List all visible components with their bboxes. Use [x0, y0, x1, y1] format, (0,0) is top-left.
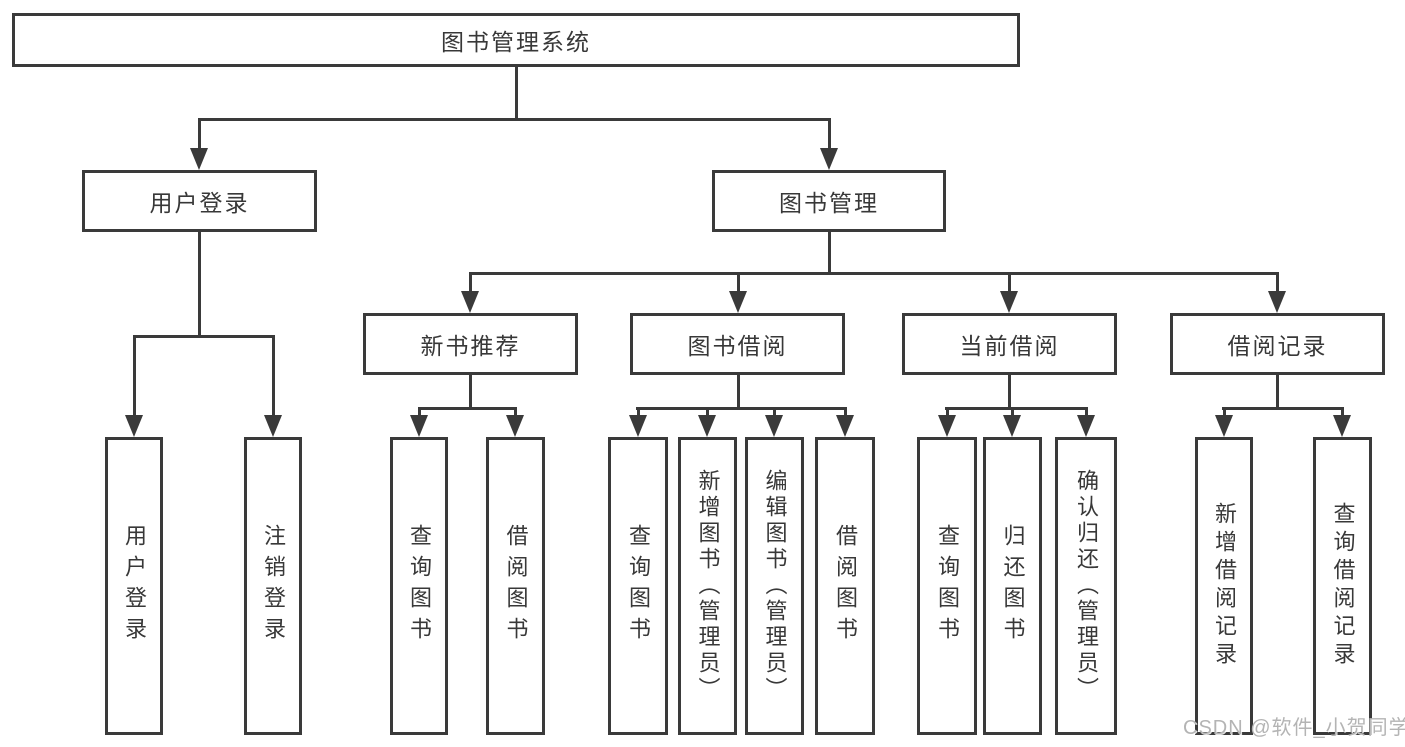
node-label: 新增图书（管理员）	[695, 469, 721, 703]
node-leaf-user-login: 用户登录	[105, 437, 163, 735]
node-leaf-add-book-admin: 新增图书（管理员）	[678, 437, 737, 735]
node-label: 编辑图书（管理员）	[762, 469, 788, 703]
node-label: 图书借阅	[687, 333, 788, 359]
connector-line	[1011, 407, 1014, 419]
connector-line	[515, 66, 518, 118]
node-label: 用户登录	[122, 524, 147, 648]
connector-line	[706, 407, 709, 419]
arrowhead	[629, 415, 647, 437]
arrowhead	[1215, 415, 1233, 437]
connector-line	[469, 375, 472, 407]
node-borrowing-records: 借阅记录	[1170, 313, 1385, 375]
connector-line	[1341, 407, 1344, 419]
arrowhead	[938, 415, 956, 437]
node-label: 新书推荐	[420, 333, 521, 359]
node-leaf-edit-book-admin: 编辑图书（管理员）	[745, 437, 804, 735]
connector-line	[133, 335, 136, 417]
node-leaf-borrow-book: 借阅图书	[815, 437, 875, 735]
node-leaf-query-book-current: 查询图书	[917, 437, 977, 735]
arrowhead	[1077, 415, 1095, 437]
connector-line	[514, 407, 517, 419]
arrowhead	[1268, 291, 1286, 313]
node-book-borrowing: 图书借阅	[630, 313, 845, 375]
connector-line	[945, 407, 1087, 410]
arrowhead	[729, 291, 747, 313]
node-leaf-borrow-book-recommend: 借阅图书	[486, 437, 545, 735]
arrowhead	[125, 415, 143, 437]
arrowhead	[1333, 415, 1351, 437]
connector-line	[1276, 272, 1279, 294]
node-book-management: 图书管理	[712, 170, 946, 232]
arrowhead	[1003, 415, 1021, 437]
connector-line	[418, 407, 517, 410]
node-current-borrowing: 当前借阅	[902, 313, 1117, 375]
node-label: 图书管理	[779, 190, 879, 216]
connector-line	[469, 272, 1278, 275]
connector-line	[737, 272, 740, 294]
connector-line	[418, 407, 421, 419]
node-label: 注销登录	[261, 524, 286, 648]
arrowhead	[506, 415, 524, 437]
connector-line	[133, 335, 275, 338]
connector-line	[198, 232, 201, 335]
arrowhead	[190, 148, 208, 170]
connector-line	[1222, 407, 1344, 410]
connector-line	[637, 407, 640, 419]
csdn-watermark: CSDN @软件_小贺同学	[1183, 717, 1405, 739]
node-label: 借阅图书	[833, 524, 858, 648]
arrowhead	[820, 148, 838, 170]
node-label: 归还图书	[1000, 524, 1026, 648]
node-label: 查询图书	[407, 524, 432, 648]
node-label: 借阅图书	[503, 524, 529, 648]
arrowhead	[264, 415, 282, 437]
arrowhead	[461, 291, 479, 313]
node-label: 查询图书	[626, 524, 651, 648]
node-label: 当前借阅	[959, 333, 1060, 359]
connector-line	[1008, 375, 1011, 407]
connector-line	[737, 375, 740, 407]
connector-line	[1223, 407, 1226, 419]
connector-line	[198, 118, 831, 121]
connector-line	[198, 118, 201, 150]
node-leaf-query-book-recommend: 查询图书	[390, 437, 448, 735]
node-leaf-confirm-return-admin: 确认归还（管理员）	[1055, 437, 1117, 735]
node-label: 借阅记录	[1227, 333, 1328, 359]
connector-line	[828, 118, 831, 150]
arrowhead	[765, 415, 783, 437]
arrowhead	[410, 415, 428, 437]
node-label: 图书管理系统	[441, 29, 591, 55]
node-label: 查询图书	[935, 524, 960, 648]
connector-line	[1008, 272, 1011, 294]
node-label: 查询借阅记录	[1330, 502, 1356, 670]
node-label: 用户登录	[149, 190, 250, 216]
connector-line	[1085, 407, 1088, 419]
node-leaf-query-borrow-record: 查询借阅记录	[1313, 437, 1372, 735]
arrowhead	[836, 415, 854, 437]
connector-line	[636, 407, 847, 410]
connector-line	[272, 335, 275, 417]
node-leaf-add-borrow-record: 新增借阅记录	[1195, 437, 1253, 735]
connector-line	[1276, 375, 1279, 407]
node-leaf-logout: 注销登录	[244, 437, 302, 735]
node-user-login: 用户登录	[82, 170, 317, 232]
connector-line	[844, 407, 847, 419]
node-label: 确认归还（管理员）	[1074, 469, 1099, 703]
connector-line	[828, 232, 831, 272]
arrowhead	[698, 415, 716, 437]
connector-line	[946, 407, 949, 419]
node-library-management-system: 图书管理系统	[12, 13, 1020, 67]
arrowhead	[1000, 291, 1018, 313]
connector-line	[773, 407, 776, 419]
node-leaf-query-book-borrow: 查询图书	[608, 437, 668, 735]
node-label: 新增借阅记录	[1212, 502, 1237, 670]
node-new-book-recommend: 新书推荐	[363, 313, 578, 375]
node-leaf-return-book: 归还图书	[983, 437, 1042, 735]
connector-line	[469, 272, 472, 294]
